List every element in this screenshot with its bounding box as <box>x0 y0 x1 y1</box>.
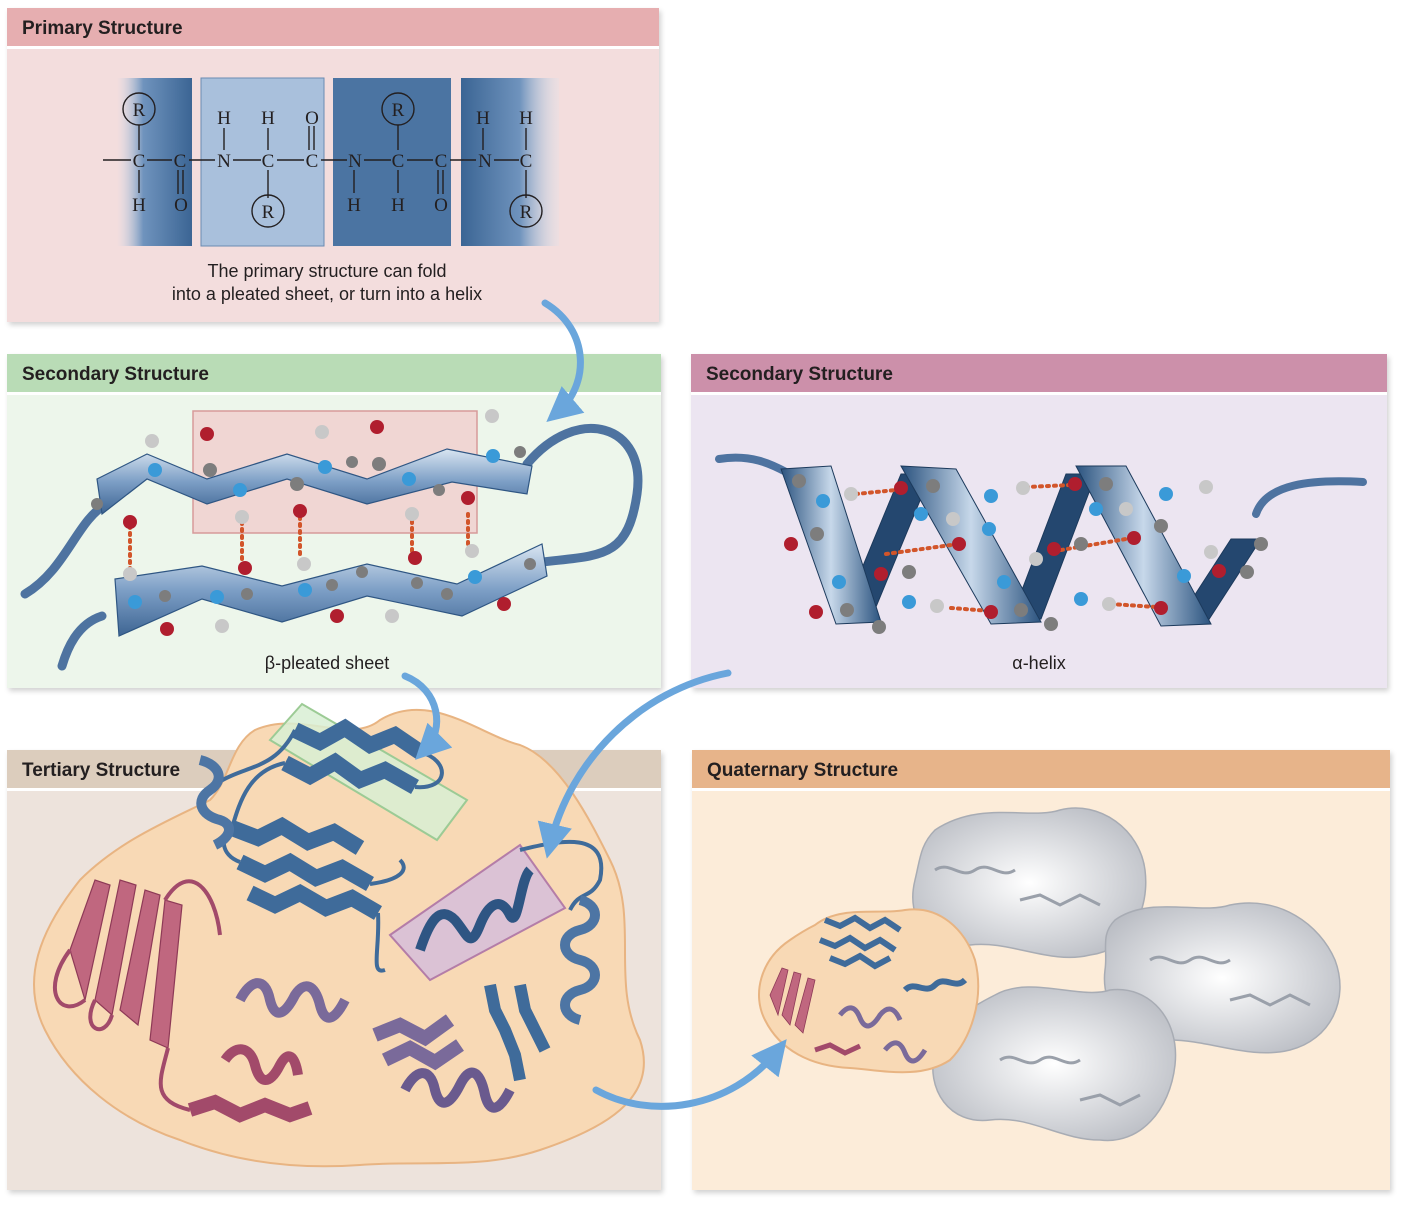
atom-label: H <box>347 195 361 216</box>
atom-label: C <box>133 151 146 172</box>
atom-label: N <box>348 151 362 172</box>
atom-label: C <box>435 151 448 172</box>
atom-label: O <box>305 108 319 129</box>
backbone-tube <box>20 423 643 671</box>
panel-header: Secondary Structure <box>691 354 1387 395</box>
panel-title: Secondary Structure <box>22 364 209 385</box>
backbone-bonds <box>103 125 527 198</box>
residue-block <box>333 78 451 246</box>
atom-label: H <box>132 195 146 216</box>
atom-label: O <box>434 195 448 216</box>
atom-label: N <box>478 151 492 172</box>
atom-label: H <box>519 108 533 129</box>
atoms-top <box>91 409 526 529</box>
side-chain-label: R <box>520 202 533 223</box>
primary-structure-diagram: R R R R H H O H H C C N C C N C C N C H … <box>103 77 559 247</box>
alpha-helix-diagram <box>715 453 1367 634</box>
helix-caption: α-helix <box>1012 653 1066 673</box>
caption-line: The primary structure can fold <box>207 261 447 281</box>
caption-line: into a pleated sheet, or turn into a hel… <box>171 284 483 304</box>
residue-block <box>200 77 325 247</box>
side-chain-labels: R R R R <box>133 100 533 223</box>
helix-atoms <box>784 474 1268 634</box>
atom-labels: H H O H H C C N C C N C C N C H O H H O <box>132 108 533 216</box>
atom-label: C <box>306 151 319 172</box>
tertiary-structure-panel: Tertiary Structure <box>7 750 661 1190</box>
secondary-helix-panel: Secondary Structure <box>691 354 1387 688</box>
sheet-caption: β-pleated sheet <box>264 653 390 673</box>
hydrogen-bonds <box>128 512 470 571</box>
panel-title: Tertiary Structure <box>22 760 181 781</box>
secondary-sheet-panel: Secondary Structure <box>7 354 661 688</box>
panel-title: Secondary Structure <box>706 364 893 385</box>
atom-label: C <box>262 151 275 172</box>
atom-label: O <box>174 195 188 216</box>
panel-header: Primary Structure <box>7 8 659 49</box>
atom-label: C <box>392 151 405 172</box>
atom-label: H <box>391 195 405 216</box>
atom-label: H <box>476 108 490 129</box>
side-chain-label: R <box>262 202 275 223</box>
primary-structure-panel: Primary Structure <box>7 8 659 322</box>
side-chain-label: R <box>133 100 146 121</box>
pleated-sheet-diagram <box>20 409 643 671</box>
panel-title: Quaternary Structure <box>707 760 899 781</box>
atom-label: N <box>217 151 231 172</box>
quaternary-structure-panel: Quaternary Structure <box>692 750 1390 1190</box>
primary-caption: The primary structure can fold into a pl… <box>127 260 527 306</box>
atoms-bottom <box>123 544 536 636</box>
panel-header: Tertiary Structure <box>7 750 661 791</box>
beta-strand-top <box>96 448 533 516</box>
atom-label: H <box>261 108 275 129</box>
panel-header: Quaternary Structure <box>692 750 1390 791</box>
residue-block <box>461 78 559 246</box>
side-chain-circles <box>122 92 543 228</box>
atom-label: C <box>174 151 187 172</box>
atom-label: H <box>217 108 231 129</box>
side-chain-label: R <box>392 100 405 121</box>
panel-title: Primary Structure <box>22 18 183 39</box>
atom-label: C <box>520 151 533 172</box>
